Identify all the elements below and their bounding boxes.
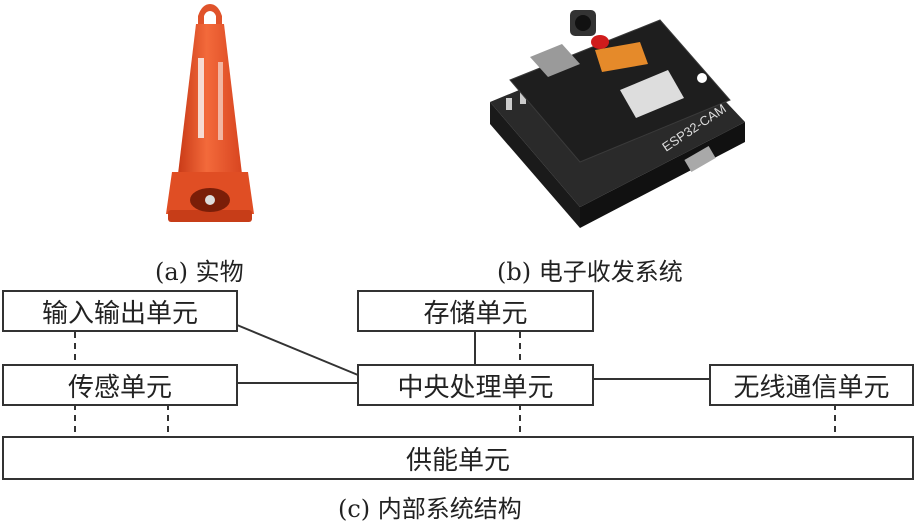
caption-c: (c) 内部系统结构 — [338, 495, 522, 523]
sensor-unit-box: 传感单元 — [2, 364, 238, 406]
wireless-unit-box: 无线通信单元 — [709, 364, 914, 406]
traffic-cone-photo — [166, 4, 254, 222]
power-unit-label: 供能单元 — [405, 445, 510, 476]
cpu-unit-label: 中央处理单元 — [397, 372, 554, 403]
sensor-unit-label: 传感单元 — [67, 372, 172, 403]
cpu-unit-box: 中央处理单元 — [357, 364, 594, 406]
storage-unit-box: 存储单元 — [357, 290, 594, 332]
caption-b: (b) 电子收发系统 — [497, 258, 683, 286]
power-unit-box: 供能单元 — [2, 436, 914, 480]
storage-unit-label: 存储单元 — [423, 298, 528, 329]
wireless-unit-label: 无线通信单元 — [733, 372, 890, 403]
caption-a: (a) 实物 — [155, 258, 244, 286]
io-unit-label: 输入输出单元 — [41, 298, 198, 329]
io-unit-box: 输入输出单元 — [2, 290, 238, 332]
io-to-cpu-line — [236, 324, 359, 376]
esp32-cam-board-photo: ESP32-CAM — [490, 10, 745, 228]
